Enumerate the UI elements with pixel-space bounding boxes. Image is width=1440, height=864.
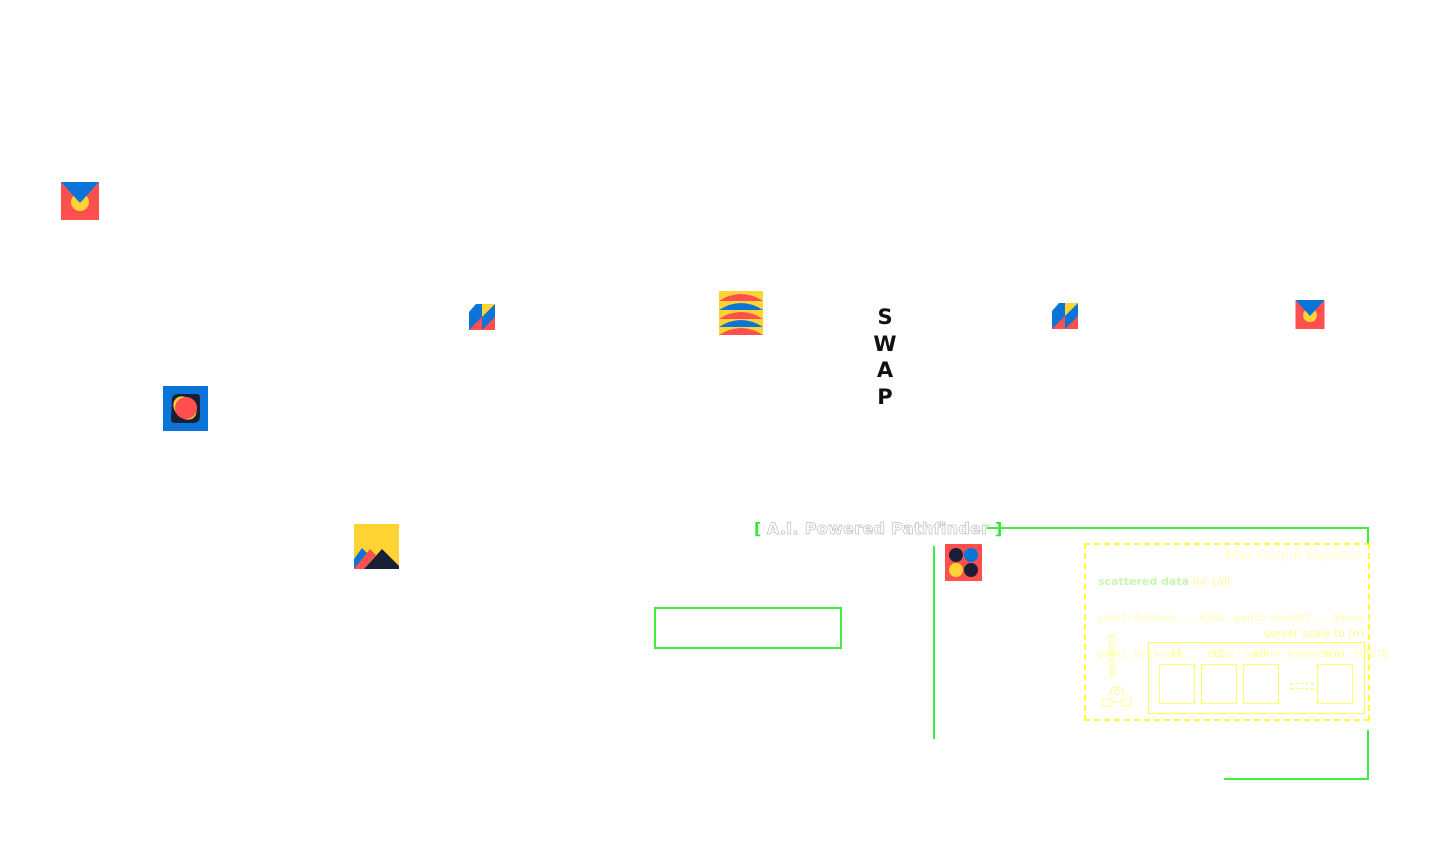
server-node (1243, 664, 1279, 704)
panel-title: Max Output Equation (1226, 548, 1364, 563)
swap-label: S W A P (872, 304, 898, 410)
workers-label: workers (1105, 633, 1118, 677)
server-node (1317, 664, 1353, 704)
cloud-workers-icon (1102, 683, 1132, 713)
section-title: [ A.I. Powered Pathfinder ] (754, 517, 1002, 541)
path-line: path1: 0x51ca44.......11f2e, path(n): 0x… (1098, 649, 1389, 660)
swap-letter: A (876, 358, 894, 382)
max-output-panel: Max Output Equation scattered data for c… (1084, 543, 1388, 721)
mountains-logo-icon (354, 524, 399, 569)
section-title-text: A.I. Powered Pathfinder (766, 519, 990, 539)
scale-label: server scale to (n) (1263, 627, 1364, 640)
four-dots-logo-icon (945, 544, 982, 581)
scatter-label-suffix: for call (1189, 575, 1231, 588)
envelope-logo-icon-2 (1295, 300, 1325, 329)
connector-line-top (987, 527, 1369, 529)
swap-letter: W (873, 331, 897, 356)
connector-line-right-bottom (1367, 730, 1369, 780)
server-label: s(n) (1323, 647, 1345, 660)
server-label: s2 (1211, 647, 1225, 660)
path-line: path1: 0x93dea.......ff3da, path2: 0xc84… (1098, 613, 1368, 624)
connector-line-bottom (1224, 778, 1369, 780)
swap-letter: S (877, 305, 893, 329)
ellipsis-connector (1290, 683, 1314, 689)
blob-logo-icon (163, 386, 208, 431)
tiles-logo-icon-2 (1052, 303, 1078, 329)
swap-letter: P (877, 384, 893, 409)
cta-button[interactable] (654, 607, 842, 649)
connector-line-left (933, 546, 935, 739)
stacked-arcs-logo-icon (719, 291, 763, 335)
server-node (1201, 664, 1237, 704)
server-label: s3 (1253, 647, 1267, 660)
envelope-logo-icon (61, 182, 99, 220)
scatter-label: scattered data for call (1098, 575, 1230, 588)
server-label: s1 (1169, 647, 1183, 660)
server-node (1159, 664, 1195, 704)
paths-list: path1: 0x93dea.......ff3da, path2: 0xc84… (1098, 589, 1388, 685)
connector-line-right-top (1367, 527, 1369, 545)
servers-box: s1 s2 s3 s(n) (1148, 642, 1365, 714)
scatter-label-main: scattered data (1098, 575, 1190, 588)
bracket-open: [ (754, 519, 762, 538)
tiles-logo-icon (469, 304, 495, 330)
